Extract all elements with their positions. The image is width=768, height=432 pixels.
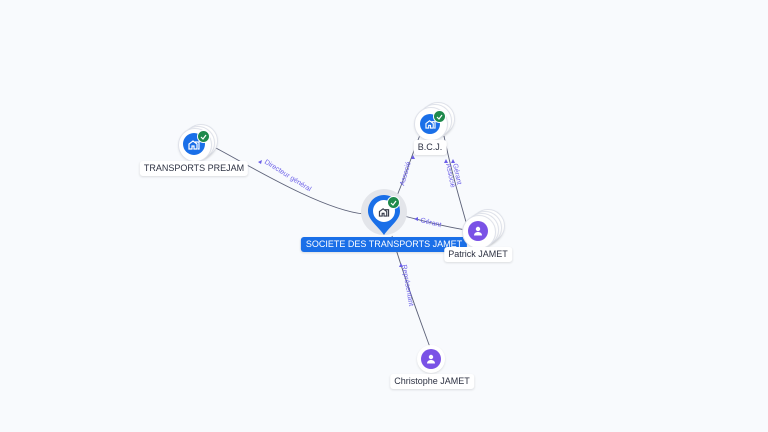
node-label-christophe-jamet: Christophe JAMET [390, 374, 474, 389]
check-icon [390, 200, 397, 206]
person-avatar [468, 221, 488, 241]
node-label-patrick-jamet: Patrick JAMET [444, 247, 512, 262]
arrow-gerant-bcj [444, 159, 448, 163]
edge-label-gerant-bcj: Gérant [451, 163, 462, 185]
node-transports-prejam[interactable] [176, 122, 220, 162]
arrow-directeur [258, 160, 262, 164]
edge-label-representant: Représentant [400, 264, 414, 307]
verified-badge [387, 196, 400, 209]
arrow-gerant-central [414, 217, 418, 221]
person-icon [474, 226, 482, 236]
person-avatar [421, 349, 441, 369]
edge-label-directeur-general: Directeur général [263, 159, 313, 194]
node-bcj[interactable] [412, 100, 456, 141]
arrow-representant [399, 263, 403, 267]
edge-label-gerant-central: Gérant [420, 217, 443, 229]
check-icon [200, 134, 207, 140]
node-label-societe-des-transports-jamet: SOCIETE DES TRANSPORTS JAMET [300, 237, 468, 252]
verified-badge [433, 110, 446, 123]
edge-patrick-central [403, 215, 467, 231]
building-icon [378, 208, 390, 217]
edge-label-associe-bcj: Associé [444, 163, 456, 189]
edge-central-prejam [211, 145, 365, 215]
node-christophe-jamet[interactable] [417, 345, 447, 375]
arrow-associe-bcj [411, 155, 415, 159]
verified-badge [197, 130, 210, 143]
edge-label-associe-central-bcj: Associé [399, 161, 413, 187]
edge-patrick-bcj [443, 135, 467, 223]
node-societe-des-transports-jamet[interactable] [360, 188, 410, 238]
arrow-associe2-bcj [451, 159, 455, 163]
person-icon [427, 354, 435, 364]
node-label-transports-prejam: TRANSPORTS PREJAM [139, 161, 249, 176]
node-label-bcj: B.C.J. [413, 140, 447, 155]
check-icon [436, 114, 443, 120]
building-icon [424, 120, 436, 129]
node-patrick-jamet[interactable] [462, 208, 506, 249]
building-icon [188, 139, 200, 150]
